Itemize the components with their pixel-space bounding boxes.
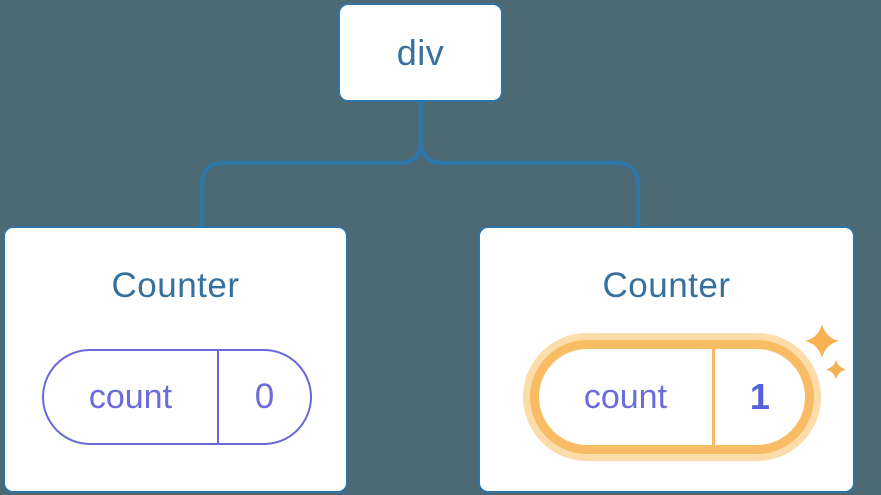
component-title: Counter bbox=[602, 266, 731, 305]
component-title: Counter bbox=[111, 266, 240, 305]
sparkle-icon bbox=[805, 324, 846, 380]
state-value: 1 bbox=[711, 349, 805, 445]
root-node: div bbox=[338, 3, 503, 102]
connector-right-branch bbox=[418, 101, 641, 228]
state-pill: count 0 bbox=[42, 349, 312, 445]
counter-card-left: Counter count 0 bbox=[3, 226, 348, 493]
state-key-label: count bbox=[583, 377, 668, 416]
state-pill-highlighted: count 1 bbox=[530, 340, 814, 454]
root-node-label: div bbox=[396, 31, 445, 73]
state-value: 0 bbox=[216, 351, 310, 443]
connector-left-branch bbox=[199, 101, 424, 228]
state-key-label: count bbox=[88, 377, 173, 416]
counter-card-right: Counter count 1 bbox=[478, 226, 855, 493]
